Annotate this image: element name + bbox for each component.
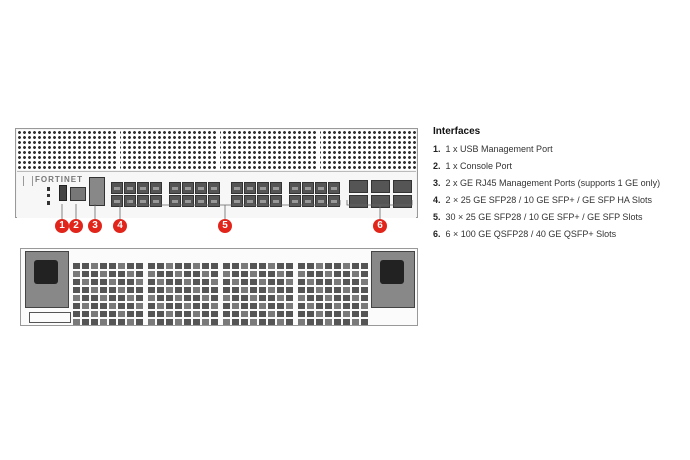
fan-3 [223, 263, 293, 325]
sfp-port [182, 182, 194, 194]
sfp-port [182, 195, 194, 207]
sfp-port [257, 182, 269, 194]
vent-divider [216, 130, 220, 170]
power-inlet-icon [34, 260, 58, 284]
rear-panel [20, 248, 418, 326]
interface-item: 6. 6 × 100 GE QSFP28 / 40 GE QSFP+ Slots [433, 226, 660, 243]
sfp-port [315, 195, 327, 207]
sfp-port [270, 195, 282, 207]
power-inlet-icon [380, 260, 404, 284]
vent-divider [116, 130, 120, 170]
item-number: 4. [433, 195, 441, 205]
sfp-port [270, 182, 282, 194]
sfp-port [244, 182, 256, 194]
sfp-port [328, 182, 340, 194]
callout-marker-1: 1 [55, 219, 69, 233]
item-number: 5. [433, 212, 441, 222]
sfp-port [302, 195, 314, 207]
interface-item: 1. 1 x USB Management Port [433, 141, 660, 158]
sfp-port [195, 195, 207, 207]
fan-4 [298, 263, 368, 325]
callout-marker-4: 4 [113, 219, 127, 233]
sfp-port [289, 182, 301, 194]
brand-logo: FORTINET [35, 175, 83, 184]
power-supply-1 [25, 251, 69, 308]
sfp-port [137, 195, 149, 207]
sfp-port [124, 195, 136, 207]
item-text: 2 x GE RJ45 Management Ports (supports 1… [445, 178, 661, 188]
sfp-port [315, 182, 327, 194]
sfp-port [244, 195, 256, 207]
vent-divider [316, 130, 320, 170]
front-panel: FORTINET [15, 128, 418, 218]
interfaces-legend: Interfaces 1. 1 x USB Management Port 2. 1 … [433, 126, 660, 243]
sfp-port [111, 182, 123, 194]
sfp-port [137, 182, 149, 194]
power-supply-2 [371, 251, 415, 308]
interface-item: 2. 1 x Console Port [433, 158, 660, 175]
sfp-port [231, 182, 243, 194]
qsfp-port [371, 180, 390, 193]
callout-marker-3: 3 [88, 219, 102, 233]
qsfp-port [393, 180, 412, 193]
callout-lines [61, 200, 413, 220]
item-number: 6. [433, 229, 441, 239]
item-text: 6 × 100 GE QSFP28 / 40 GE QSFP+ Slots [445, 229, 617, 239]
callout-marker-2: 2 [69, 219, 83, 233]
item-number: 2. [433, 161, 441, 171]
sfp-port [169, 195, 181, 207]
sfp-port [208, 195, 220, 207]
sfp-port [302, 182, 314, 194]
fan-2 [148, 263, 218, 325]
mgmt-ports [89, 177, 105, 206]
sfp-port [195, 182, 207, 194]
fortinet-logo-icon [23, 176, 33, 186]
item-text: 1 x Console Port [445, 161, 513, 171]
usb-port [59, 185, 67, 201]
sfp-port [289, 195, 301, 207]
item-text: 30 × 25 GE SFP28 / 10 GE SFP+ / GE SFP S… [445, 212, 643, 222]
item-number: 3. [433, 178, 441, 188]
qsfp-port [349, 180, 368, 193]
item-text: 1 x USB Management Port [445, 144, 553, 154]
console-port [70, 187, 86, 201]
callout-marker-6: 6 [373, 219, 387, 233]
status-leds [37, 187, 50, 205]
sfp-port [208, 182, 220, 194]
fan-1 [73, 263, 143, 325]
sfp-port [150, 182, 162, 194]
ground-terminal [29, 312, 71, 323]
sfp-port [231, 195, 243, 207]
interface-item: 5. 30 × 25 GE SFP28 / 10 GE SFP+ / GE SFP… [433, 209, 660, 226]
item-text: 2 × 25 GE SFP28 / 10 GE SFP+ / GE SFP HA… [445, 195, 652, 205]
item-number: 1. [433, 144, 441, 154]
legend-title: Interfaces [433, 126, 481, 137]
interface-item: 4. 2 × 25 GE SFP28 / 10 GE SFP+ / GE SFP … [433, 192, 660, 209]
sfp-port [150, 195, 162, 207]
callout-marker-5: 5 [218, 219, 232, 233]
interface-item: 3. 2 x GE RJ45 Management Ports (supports… [433, 175, 660, 192]
sfp-port [169, 182, 181, 194]
sfp-port [328, 195, 340, 207]
sfp-port [257, 195, 269, 207]
sfp-port [124, 182, 136, 194]
